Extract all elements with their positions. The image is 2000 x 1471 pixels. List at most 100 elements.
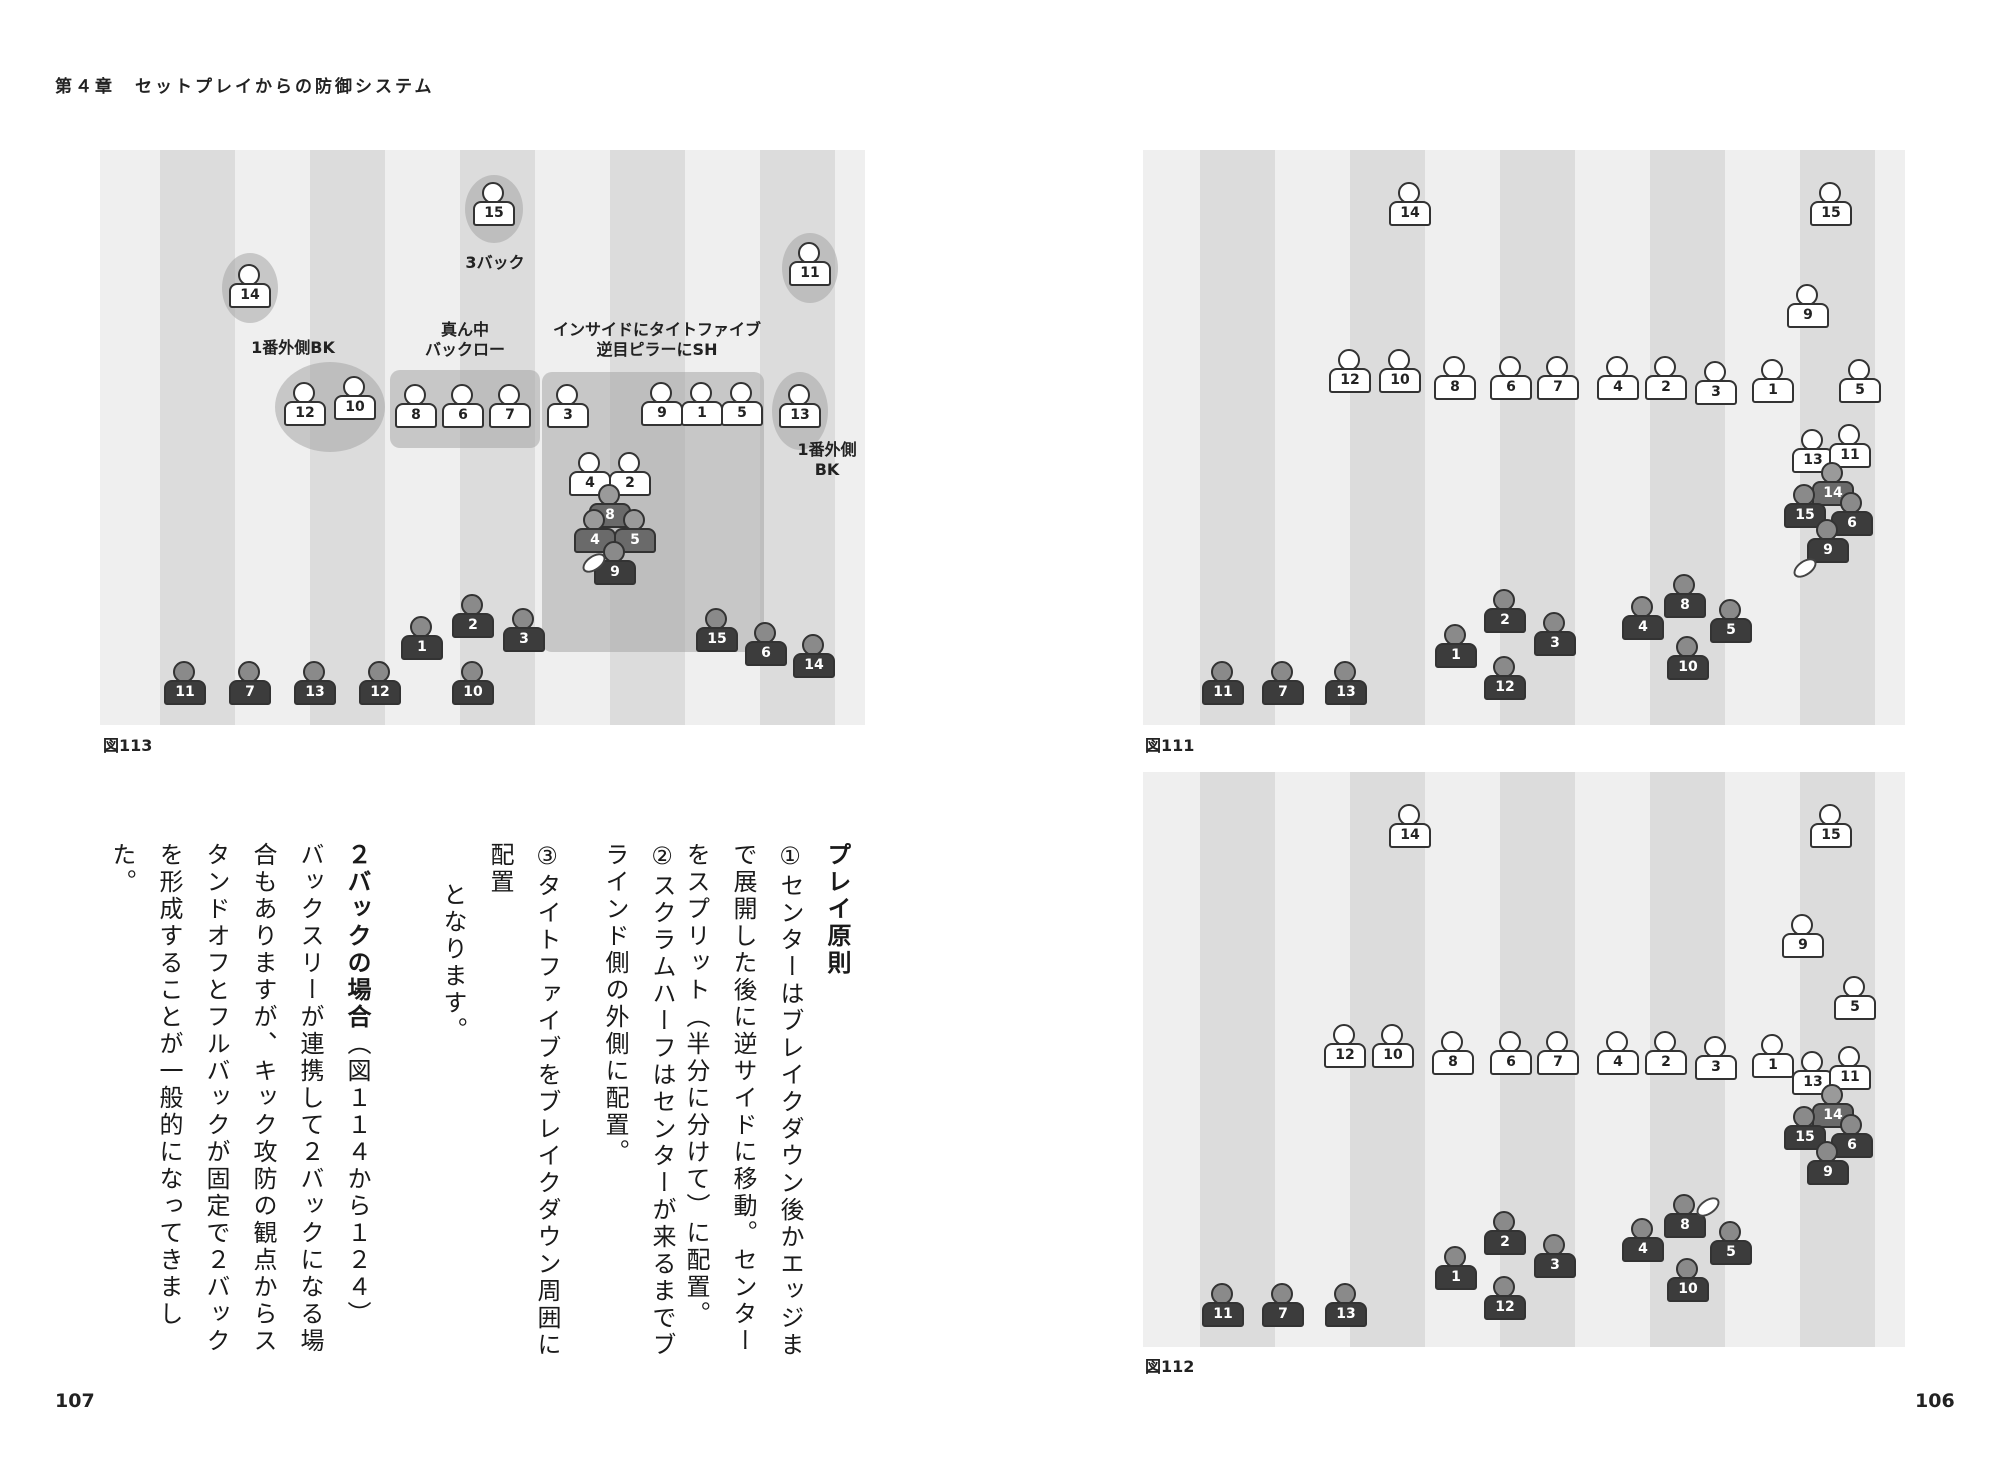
attacker-12: 12: [359, 661, 401, 713]
paragraph-conclusion: となります。: [439, 882, 467, 1044]
label-outer-bk-right: 1番外側 BK: [797, 440, 857, 479]
defender-1: 1: [1752, 1034, 1794, 1086]
defender-1: 1: [1752, 359, 1794, 411]
label-outer-bk-left: 1番外側BK: [251, 338, 335, 357]
attacker-2: 2: [1484, 589, 1526, 641]
attacker-6: 6: [745, 622, 787, 674]
attacker-2: 2: [1484, 1211, 1526, 1263]
defender-10: 10: [1379, 349, 1421, 401]
body-text-2back: ２バックの場合（図１１４から１２４） バックスリーが連携して２バックになる場合も…: [95, 842, 380, 1362]
defender-4: 4: [1597, 356, 1639, 408]
attacker-7: 7: [1262, 661, 1304, 713]
attacker-15: 15: [1784, 484, 1826, 536]
attacker-3: 3: [1534, 1234, 1576, 1286]
defender-10: 10: [334, 376, 376, 428]
heading-2back: ２バックの場合: [343, 842, 371, 1031]
defender-6: 6: [1490, 356, 1532, 408]
defender-8: 8: [1432, 1031, 1474, 1083]
attacker-9: 9: [594, 541, 636, 593]
heading-play-principles: プレイ原則: [823, 842, 851, 977]
defender-9: 9: [641, 382, 683, 434]
figure-111: 14 15 9 12 10 8 6 7 4 2 3 1 5 13 11 14 1…: [1143, 150, 1905, 725]
defender-4: 4: [1597, 1031, 1639, 1083]
defender-6: 6: [442, 384, 484, 436]
attacker-5: 5: [1710, 599, 1752, 651]
attacker-12: 12: [1484, 1276, 1526, 1328]
body-text-scrumhalf: ②スクラムハーフはセンターが来るまでブラインド側の外側に配置。: [585, 842, 685, 1362]
defender-9: 9: [1782, 914, 1824, 966]
attacker-8: 8: [1664, 574, 1706, 626]
paragraph-scrumhalf: ②スクラムハーフはセンターが来るまでブラインド側の外側に配置。: [601, 842, 676, 1359]
caption-fig112: 図112: [1145, 1357, 1195, 1376]
attacker-1: 1: [1435, 1246, 1477, 1298]
defender-9: 9: [1787, 284, 1829, 336]
attacker-15: 15: [1784, 1106, 1826, 1158]
attacker-1: 1: [1435, 624, 1477, 676]
attacker-8: 8: [1664, 1194, 1706, 1246]
defender-3: 3: [1695, 1036, 1737, 1088]
defender-3: 3: [547, 384, 589, 436]
label-middle-backrow: 真ん中 バックロー: [424, 320, 506, 359]
paragraph-center: ①センターはブレイクダウン後かエッジまで展開した後に逆サイドに移動。センターをス…: [682, 842, 804, 1359]
defender-7: 7: [489, 384, 531, 436]
defender-14: 14: [1389, 804, 1431, 856]
attacker-4: 4: [1622, 1218, 1664, 1270]
defender-8: 8: [1434, 356, 1476, 408]
figure-113: 3バック 1番外側BK 真ん中 バックロー インサイドにタイトファイブ 逆目ピラ…: [100, 150, 865, 725]
attacker-1: 1: [401, 616, 443, 668]
defender-1: 1: [681, 382, 723, 434]
label-3back: 3バック: [465, 253, 525, 272]
attacker-11: 11: [164, 661, 206, 713]
defender-5: 5: [1839, 359, 1881, 411]
caption-fig111: 図111: [1145, 736, 1195, 755]
defender-2: 2: [1645, 1031, 1687, 1083]
defender-3: 3: [1695, 361, 1737, 413]
attacker-7: 7: [1262, 1283, 1304, 1335]
defender-13: 13: [779, 384, 821, 436]
attacker-10: 10: [1667, 636, 1709, 688]
defender-8: 8: [395, 384, 437, 436]
defender-12: 12: [284, 382, 326, 434]
attacker-3: 3: [1534, 612, 1576, 664]
attacker-11: 11: [1202, 661, 1244, 713]
paragraph-2back: バックスリーが連携して２バックになる場合もありますが、キック攻防の観点からスタン…: [108, 842, 324, 1355]
attacker-14: 14: [793, 634, 835, 686]
defender-7: 7: [1537, 1031, 1579, 1083]
page-number-right: 106: [1915, 1390, 1955, 1412]
defender-13: 13: [1792, 429, 1834, 481]
attacker-13: 13: [1325, 1283, 1367, 1335]
attacker-9: 9: [1807, 1141, 1849, 1193]
reference-figures: （図１１４から１２４）: [343, 1031, 371, 1328]
defender-12: 12: [1329, 349, 1371, 401]
attacker-13: 13: [294, 661, 336, 713]
defender-4: 4: [569, 452, 611, 504]
paragraph-tight5: ③タイトファイブをブレイクダウン周囲に配置: [486, 842, 561, 1359]
defender-12: 12: [1324, 1024, 1366, 1076]
body-text-play-principles: プレイ原則 ①センターはブレイクダウン後かエッジまで展開した後に逆サイドに移動。…: [682, 842, 860, 1362]
attacker-11: 11: [1202, 1283, 1244, 1335]
attacker-12: 12: [1484, 656, 1526, 708]
defender-5: 5: [1834, 976, 1876, 1028]
attacker-6: 6: [1831, 492, 1873, 544]
defender-5: 5: [721, 382, 763, 434]
defender-11: 11: [1829, 1046, 1871, 1098]
defender-15: 15: [1810, 182, 1852, 234]
page-number-left: 107: [55, 1390, 95, 1412]
defender-7: 7: [1537, 356, 1579, 408]
attacker-3: 3: [503, 608, 545, 660]
defender-2: 2: [1645, 356, 1687, 408]
attacker-4: 4: [1622, 596, 1664, 648]
defender-14: 14: [1389, 182, 1431, 234]
attacker-13: 13: [1325, 661, 1367, 713]
figure-112: 14 15 9 5 12 10 8 6 7 4 2 3 1 13 11 14 1…: [1143, 772, 1905, 1347]
defender-14: 14: [229, 264, 271, 316]
attacker-2: 2: [452, 594, 494, 646]
attacker-7: 7: [229, 661, 271, 713]
defender-13: 13: [1792, 1051, 1834, 1103]
defender-15: 15: [473, 182, 515, 234]
attacker-5: 5: [1710, 1221, 1752, 1273]
body-text-tight5: ③タイトファイブをブレイクダウン周囲に配置 となります。: [430, 842, 570, 1362]
defender-11: 11: [1829, 424, 1871, 476]
defender-11: 11: [789, 242, 831, 294]
attacker-15: 15: [696, 608, 738, 660]
